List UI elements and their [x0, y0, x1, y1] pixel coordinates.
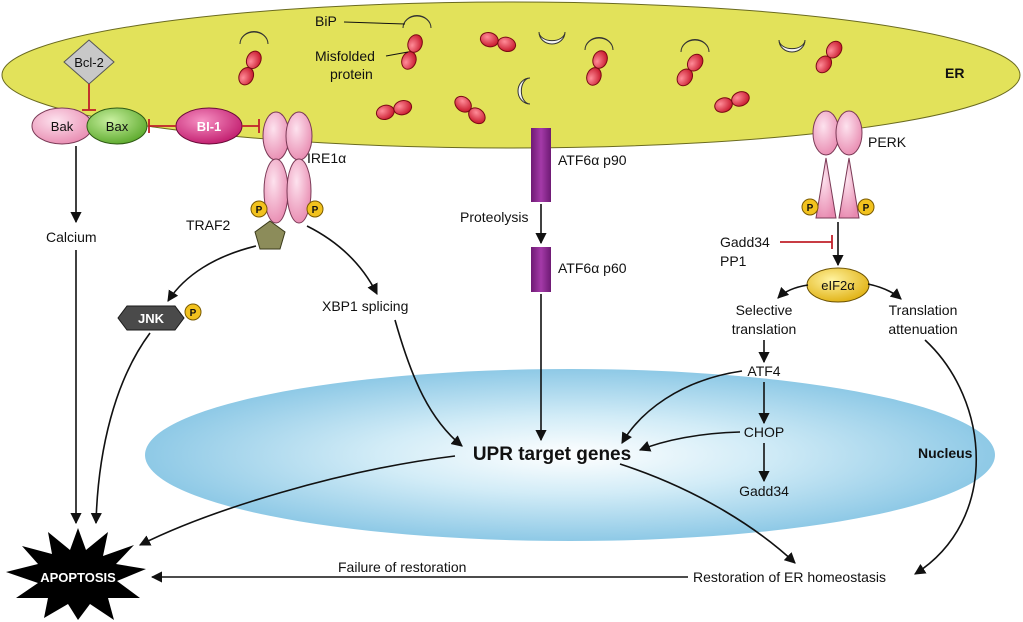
arrow-xbp1-upr: [394, 319, 463, 447]
eif2a-label: eIF2α: [821, 278, 855, 293]
upr-target-genes-label: UPR target genes: [473, 444, 631, 465]
apoptosis-starburst: [6, 528, 146, 620]
arrow-eif2a-selective: [777, 284, 809, 299]
bip-icon: [402, 15, 432, 29]
atf6-p60-bar: [531, 247, 551, 292]
bi1-label: BI-1: [197, 119, 222, 134]
bip-icon: [517, 77, 531, 105]
atf6-p60-label: ATF6α p60: [558, 260, 627, 276]
misfolded-protein-icon: [375, 100, 413, 120]
nucleus: [145, 369, 995, 541]
gadd34-bottom-label: Gadd34: [739, 483, 789, 499]
jnk-node: [117, 305, 185, 331]
phospho-icon: P: [801, 198, 819, 216]
atf6-p90-label: ATF6α p90: [558, 152, 627, 168]
selective-translation-line1: Selective: [736, 302, 793, 318]
bip-icon: [680, 39, 710, 53]
phospho-icon: P: [250, 200, 268, 218]
bip-chaperones: [239, 15, 806, 105]
bcl2-label: Bcl-2: [74, 55, 104, 70]
misfolded-proteins: [238, 32, 843, 125]
misfolded-protein-icon: [238, 50, 262, 86]
chop-label: CHOP: [744, 424, 784, 440]
svg-text:P: P: [256, 205, 263, 216]
perk-label: PERK: [868, 134, 907, 150]
arrow-ire1-xbp1: [306, 225, 378, 296]
arrow-traf2-jnk: [167, 245, 257, 302]
misfolded-pointer: [385, 51, 409, 57]
proteolysis-label: Proteolysis: [460, 209, 528, 225]
bak-label: Bak: [51, 119, 74, 134]
arrow-attenuation-restoration: [914, 339, 978, 575]
ire1-receptor: [262, 111, 313, 224]
arrow-eif2a-attenuation: [867, 283, 902, 300]
phospho-icon: P: [184, 303, 202, 321]
svg-text:P: P: [807, 203, 814, 214]
misfolded-protein-icon: [454, 95, 486, 125]
arrow-jnk-apoptosis: [90, 332, 151, 525]
translation-attenuation-line1: Translation: [889, 302, 958, 318]
misfolded-label-line1: Misfolded: [315, 48, 375, 64]
traf2-label: TRAF2: [186, 217, 231, 233]
nucleus-label: Nucleus: [918, 445, 973, 461]
apoptosis-label: APOPTOSIS: [40, 570, 116, 585]
translation-attenuation-line2: attenuation: [888, 321, 957, 337]
bax-label: Bax: [106, 119, 129, 134]
bip-icon: [584, 37, 614, 51]
misfolded-label-line2: protein: [330, 66, 373, 82]
perk-receptor: [812, 110, 863, 219]
atf4-label: ATF4: [747, 363, 780, 379]
arrow-upr-apoptosis: [138, 455, 456, 546]
arrow-atf4-upr: [621, 370, 743, 444]
bax-node: [86, 107, 148, 145]
ire1-label: IRE1α: [307, 150, 346, 166]
calcium-label: Calcium: [46, 229, 97, 245]
phospho-icon: P: [857, 198, 875, 216]
restoration-label: Restoration of ER homeostasis: [693, 569, 886, 585]
misfolded-protein-icon: [815, 40, 843, 74]
traf2-node: [254, 220, 286, 250]
misfolded-protein-icon: [401, 34, 423, 70]
selective-translation-line2: translation: [732, 321, 797, 337]
atf6-p90-bar: [531, 128, 551, 202]
pp1-label: PP1: [720, 253, 747, 269]
misfolded-protein-icon: [586, 50, 608, 86]
bip-icon: [778, 39, 806, 53]
xbp1-label: XBP1 splicing: [322, 298, 408, 314]
svg-text:P: P: [312, 205, 319, 216]
arrow-chop-upr: [638, 431, 741, 452]
gadd34-top-label: Gadd34: [720, 234, 770, 250]
misfolded-protein-icon: [479, 32, 517, 52]
svg-text:P: P: [863, 203, 870, 214]
er-label: ER: [945, 65, 964, 81]
failure-label: Failure of restoration: [338, 559, 466, 575]
bip-icon: [538, 31, 566, 45]
arrow-upr-restoration: [619, 463, 796, 564]
bip-label: BiP: [315, 13, 337, 29]
pathway-arrows: [70, 146, 978, 583]
bip-pointer: [343, 21, 406, 25]
jnk-label: JNK: [138, 311, 165, 326]
misfolded-protein-icon: [714, 91, 750, 113]
misfolded-protein-icon: [676, 53, 704, 87]
phospho-icon: P: [306, 200, 324, 218]
er-membrane: [1, 1, 1021, 149]
svg-text:P: P: [190, 308, 197, 319]
bip-icon: [239, 31, 269, 45]
